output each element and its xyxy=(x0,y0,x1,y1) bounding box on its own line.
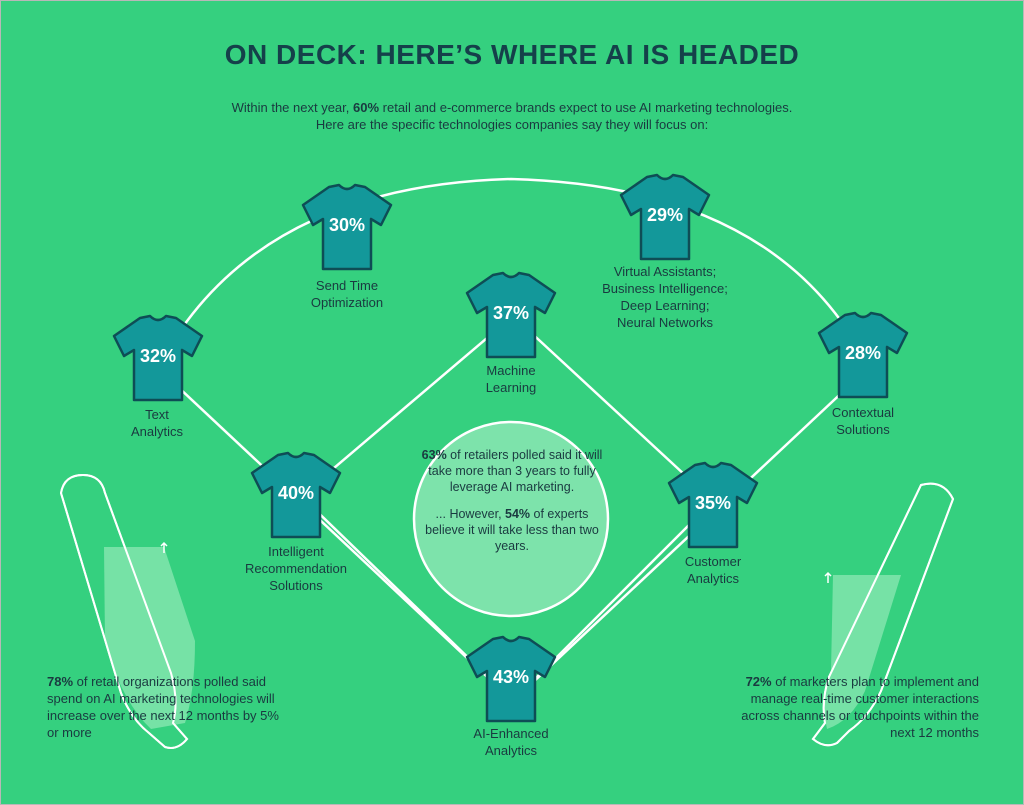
jersey-machine-learning: 37% xyxy=(463,271,559,361)
jersey-send-time: 30% xyxy=(299,183,395,273)
jersey-contextual: 28% xyxy=(815,311,911,401)
jersey-ai-enhanced: 43% xyxy=(463,635,559,725)
jersey-text-analytics: 32% xyxy=(110,314,206,404)
center-stat-2-pct: 54% xyxy=(505,507,531,521)
bat-right xyxy=(811,482,955,747)
center-stat-1-pct: 63% xyxy=(421,448,447,462)
left-note-text: of retail organizations polled said spen… xyxy=(47,674,279,740)
jersey-customer-analytics: 35% xyxy=(665,461,761,551)
jersey-percent: 35% xyxy=(694,493,732,513)
center-stat-1-text: of retailers polled said it will take mo… xyxy=(428,448,603,494)
jersey-icon xyxy=(112,314,204,402)
jersey-percent: 32% xyxy=(139,346,177,366)
center-stats: 63% of retailers polled said it will tak… xyxy=(419,447,605,565)
label-contextual: Contextual Solutions xyxy=(831,405,895,437)
jersey-percent: 40% xyxy=(277,483,315,503)
jersey-icon xyxy=(465,271,557,359)
label-ai-enhanced: AI-Enhanced Analytics xyxy=(473,726,549,758)
center-stat-1: 63% of retailers polled said it will tak… xyxy=(419,447,605,495)
center-stat-2-pre: ... However, xyxy=(435,507,506,521)
right-note-text: of marketers plan to implement and manag… xyxy=(741,674,979,740)
jersey-percent: 43% xyxy=(492,667,530,687)
jersey-percent: 30% xyxy=(328,215,366,235)
left-note-pct: 78% xyxy=(47,674,74,689)
intro-post: retail and e-commerce brands expect to u… xyxy=(379,100,793,115)
label-virtual-assistants: Virtual Assistants; Business Intelligenc… xyxy=(602,264,728,330)
jersey-icon xyxy=(619,173,711,261)
jersey-percent: 28% xyxy=(844,343,882,363)
right-note-pct: 72% xyxy=(745,674,772,689)
intro-text: Within the next year, 60% retail and e-c… xyxy=(1,99,1023,133)
jersey-percent: 29% xyxy=(646,205,684,225)
center-stat-2-text: of experts believe it will take less tha… xyxy=(425,507,599,553)
jersey-icon xyxy=(250,451,342,539)
page-title: ON DECK: HERE’S WHERE AI IS HEADED xyxy=(224,39,800,70)
outfield-arc xyxy=(154,177,873,372)
jersey-icon xyxy=(301,183,393,271)
right-note: 72% of marketers plan to implement and m… xyxy=(727,673,979,741)
intro-pre: Within the next year, xyxy=(231,100,354,115)
label-recommendation: Intelligent Recommendation Solutions xyxy=(245,544,347,593)
bat-left xyxy=(59,473,195,749)
label-text-analytics: Text Analytics xyxy=(130,407,184,439)
label-machine-learning: Machine Learning xyxy=(485,363,537,395)
pitcher-circle xyxy=(412,420,610,618)
jersey-icon xyxy=(667,461,759,549)
jersey-virtual-assistants: 29% xyxy=(617,173,713,263)
jersey-icon xyxy=(465,635,557,723)
jersey-icon xyxy=(817,311,909,399)
label-customer-analytics: Customer Analytics xyxy=(684,554,742,586)
jersey-percent: 37% xyxy=(492,303,530,323)
left-note: 78% of retail organizations polled said … xyxy=(47,673,279,741)
intro-highlight: 60% xyxy=(353,100,380,115)
center-stat-2: ... However, 54% of experts believe it w… xyxy=(419,506,605,554)
label-send-time: Send Time Optimization xyxy=(310,278,384,310)
jersey-recommendation: 40% xyxy=(248,451,344,541)
intro-line2: Here are the specific technologies compa… xyxy=(315,117,709,132)
